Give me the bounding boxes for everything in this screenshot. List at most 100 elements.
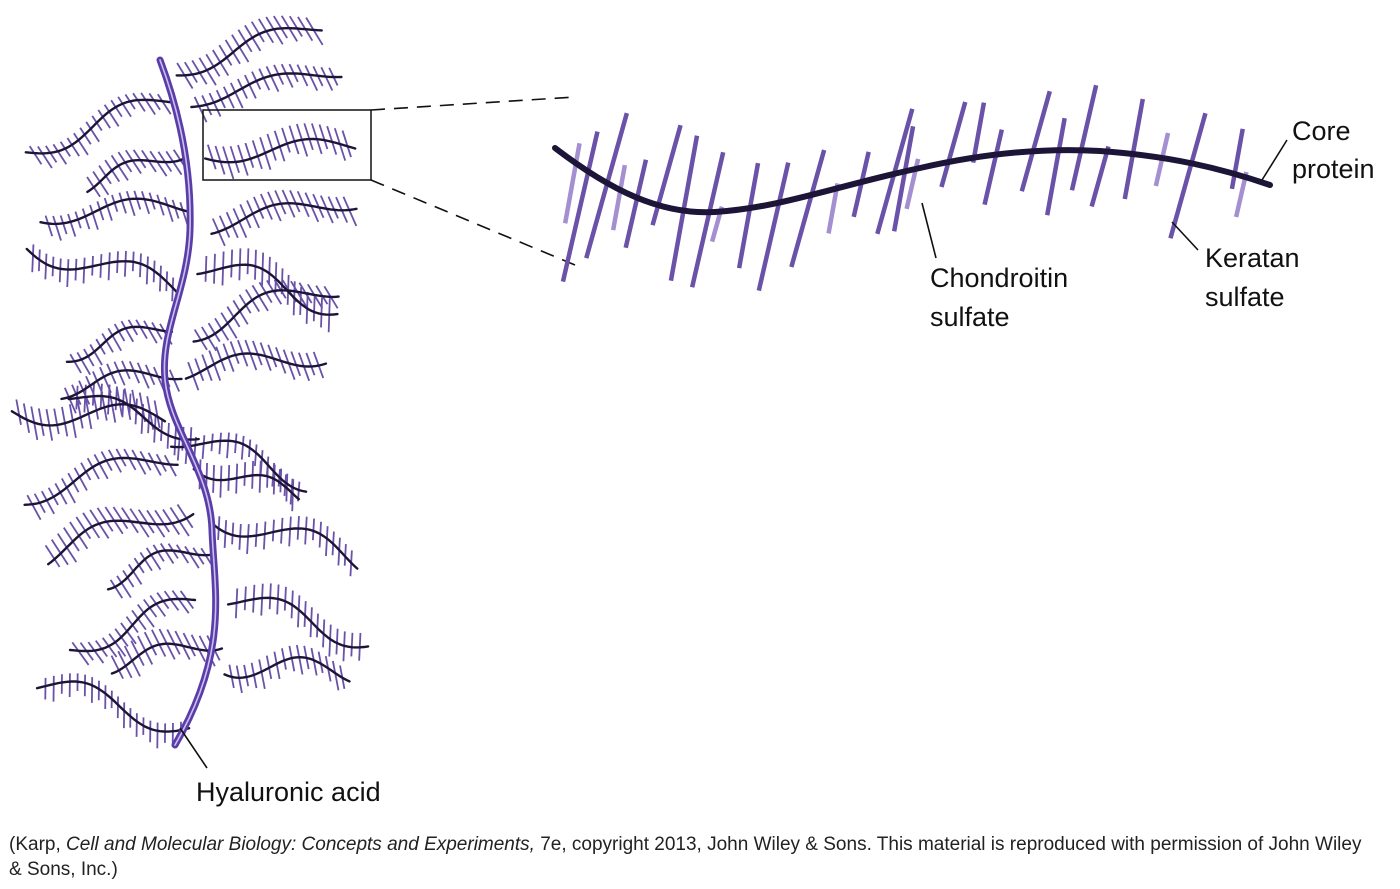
aggregate-side-chain: [117, 650, 133, 679]
proteoglycan-monomer: [552, 84, 1273, 292]
aggregate-side-chain: [194, 358, 205, 382]
aggregate-side-chain: [219, 465, 223, 498]
aggregate-side-chain: [71, 641, 90, 666]
aggregate-side-chain: [232, 208, 248, 239]
aggregate-side-chain: [148, 92, 161, 111]
aggregate-side-chain: [171, 590, 190, 614]
hyaluronic-acid-label: Hyaluronic acid: [196, 777, 381, 807]
aggregate-side-chain: [15, 399, 22, 426]
aggregate-side-chain: [96, 201, 105, 221]
aggregate-side-chain: [237, 29, 253, 53]
aggregate-side-chain: [265, 66, 280, 92]
chondroitin-sulfate-chain: [1229, 128, 1245, 190]
aggregate-side-chain: [171, 199, 180, 219]
aggregate-side-chain: [63, 387, 77, 414]
keratan-sulfate-chain: [610, 164, 628, 231]
aggregate-side-chain: [335, 628, 339, 655]
chondroitin-sulfate-chain: [939, 101, 968, 188]
aggregate-core-protein: [106, 549, 215, 591]
aggregate-side-chain: [131, 449, 147, 475]
aggregate-side-chain: [311, 518, 315, 541]
aggregate-side-chain: [130, 640, 145, 666]
aggregate-side-chain: [238, 294, 252, 314]
aggregate-side-chain: [243, 462, 247, 486]
chondroitin-sulfate-chain: [650, 124, 683, 226]
chondroitin-sulfate-chain: [623, 159, 649, 249]
aggregate-side-chain: [75, 516, 92, 540]
aggregate-side-chain: [266, 133, 277, 161]
aggregate-side-chain: [103, 104, 120, 127]
aggregate-core-protein: [169, 439, 308, 493]
aggregate-side-chain: [279, 468, 283, 493]
aggregate-side-chain: [239, 204, 252, 229]
aggregate-core-protein: [60, 369, 183, 401]
aggregate-side-chain: [252, 340, 263, 366]
aggregate-side-chain: [160, 419, 164, 442]
chondroitin-sulfate-chain: [1019, 90, 1052, 192]
aggregate-side-chain: [125, 190, 136, 217]
aggregate-side-chain: [83, 348, 95, 367]
aggregate-core-protein: [196, 263, 339, 316]
aggregate-side-chain: [113, 323, 126, 342]
hyaluronic-acid-strand: [156, 56, 220, 749]
aggregate-side-chain: [73, 467, 88, 491]
core-protein-label-line2: protein: [1292, 154, 1375, 184]
aggregate-side-chain: [52, 215, 62, 241]
aggregate-side-chain: [163, 454, 177, 477]
aggregate-side-chain: [153, 414, 157, 443]
aggregate-side-chain: [316, 613, 319, 638]
aggregate-side-chain: [201, 326, 218, 352]
aggregate-side-chain: [82, 257, 86, 284]
aggregate-side-chain: [192, 547, 205, 565]
chondroitin-leader: [921, 202, 937, 259]
aggregate-side-chain: [227, 465, 231, 491]
aggregate-side-chain: [288, 15, 303, 37]
aggregate-side-chain: [22, 403, 31, 433]
aggregate-side-chain: [325, 526, 329, 557]
aggregate-core-protein: [67, 394, 200, 441]
aggregate-side-chain: [230, 249, 234, 278]
aggregate-side-chain: [258, 460, 262, 493]
aggregate-core-protein: [25, 247, 180, 296]
aggregate-side-chain: [290, 351, 302, 377]
aggregate-side-chain: [120, 320, 135, 343]
aggregate-side-chain: [159, 543, 175, 565]
aggregate-side-chain: [63, 527, 80, 552]
aggregate-side-chain: [273, 15, 288, 39]
aggregate-core-protein: [47, 513, 195, 566]
aggregate-side-chains: [15, 15, 362, 749]
aggregate-side-chain: [28, 145, 43, 165]
aggregate-side-chain: [205, 53, 221, 77]
aggregate-side-chain: [40, 490, 55, 515]
aggregate-side-chain: [243, 664, 250, 687]
aggregate-side-chain: [281, 127, 291, 153]
aggregate-side-chain: [350, 632, 354, 657]
core-protein-label: Core protein: [1292, 116, 1375, 184]
aggregate-side-chain: [273, 279, 287, 299]
aggregate-side-chain: [132, 92, 146, 112]
core-protein-label-line1: Core: [1292, 116, 1351, 146]
aggregate-core-protein: [226, 596, 370, 649]
chondroitin-sulfate-chain: [756, 162, 791, 292]
aggregate-side-chain: [131, 609, 147, 631]
aggregate-side-chain: [267, 344, 278, 368]
aggregate-side-chain: [208, 92, 222, 117]
chondroitin-sulfate-chain: [982, 129, 1005, 206]
aggregate-side-chain: [262, 521, 267, 550]
aggregate-side-chain: [82, 512, 101, 539]
aggregate-side-chain: [283, 586, 287, 611]
aggregate-side-chain: [50, 539, 69, 566]
aggregate-core-protein: [204, 137, 357, 164]
aggregate-side-chain: [31, 244, 35, 273]
aggregate-side-chain: [26, 494, 42, 521]
aggregate-side-chain: [223, 520, 228, 548]
aggregate-side-chain: [240, 435, 245, 460]
aggregate-side-chain: [282, 349, 296, 381]
aggregate-core-protein: [65, 325, 174, 363]
aggregate-side-chain: [176, 438, 181, 461]
aggregate-side-chain: [273, 651, 281, 680]
aggregate-side-chain: [251, 284, 269, 312]
chondroitin-sulfate-chain: [1044, 117, 1067, 216]
aggregate-side-chain: [251, 140, 263, 170]
aggregate-side-chain: [274, 190, 287, 215]
